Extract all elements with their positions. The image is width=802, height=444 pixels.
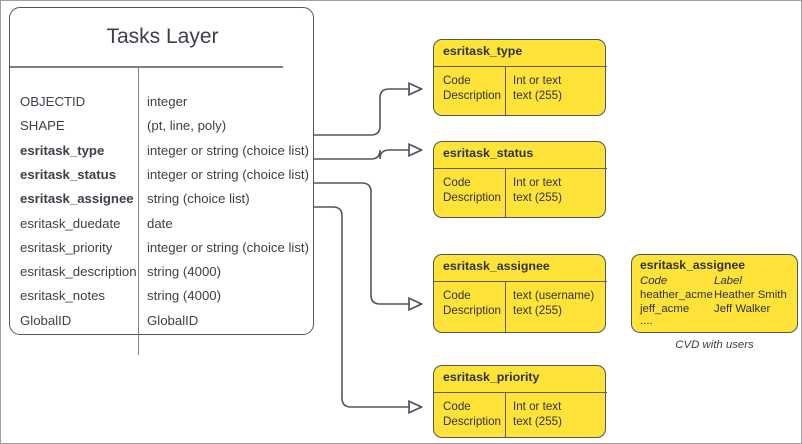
lookup-cell-description-type: text (255) xyxy=(513,89,562,102)
cvd-title: esritask_assignee xyxy=(640,258,746,272)
field-row[interactable]: esritask_assignee string (choice list) xyxy=(10,187,315,211)
field-name: GlobalID xyxy=(20,312,72,328)
lookup-cell-code-label: Code xyxy=(443,176,471,189)
cvd-row-code: jeff_acme xyxy=(640,303,690,315)
field-row[interactable]: SHAPE (pt, line, poly) xyxy=(10,114,315,138)
connector-assignee xyxy=(314,182,422,304)
lookup-title: esritask_priority xyxy=(443,370,540,384)
cvd-header-label: Label xyxy=(714,275,742,287)
field-type: integer or string (choice list) xyxy=(147,166,309,182)
field-type: integer or string (choice list) xyxy=(147,142,309,158)
lookup-column-divider xyxy=(505,392,506,437)
lookup-cell-code-label: Code xyxy=(443,74,471,87)
lookup-header-divider xyxy=(434,168,607,169)
field-type: GlobalID xyxy=(147,312,199,328)
field-name: esritask_assignee xyxy=(20,191,134,207)
entity-column-divider xyxy=(138,66,139,355)
lookup-header-divider xyxy=(434,66,607,67)
field-name: OBJECTID xyxy=(20,94,86,109)
lookup-cell-code-label: Code xyxy=(443,400,471,413)
field-type: string (4000) xyxy=(147,264,222,280)
lookup-cell-description-label: Description xyxy=(443,89,501,102)
lookup-column-divider xyxy=(505,168,506,217)
entity-tasks-layer[interactable]: Tasks Layer OBJECTID integer SHAPE (pt, … xyxy=(9,7,315,355)
lookup-header-divider xyxy=(434,281,607,282)
field-row[interactable]: GlobalID GlobalID xyxy=(10,309,315,333)
lookup-cell-description-type: text (255) xyxy=(513,304,562,317)
field-type: string (choice list) xyxy=(147,191,250,207)
field-row[interactable]: OBJECTID integer xyxy=(10,90,315,114)
lookup-column-divider xyxy=(505,281,506,332)
cvd-row-label: Heather Smith xyxy=(714,289,787,301)
connector-type xyxy=(314,89,422,136)
entity-header-divider xyxy=(10,66,283,68)
field-row[interactable]: esritask_type integer or string (choice … xyxy=(10,139,315,163)
lookup-cell-description-label: Description xyxy=(443,191,501,204)
field-type: date xyxy=(147,215,173,231)
field-row[interactable]: esritask_notes string (4000) xyxy=(10,284,315,308)
lookup-table-esritask-assignee[interactable]: esritask_assignee Code text (username) D… xyxy=(433,254,607,333)
cvd-row-code: heather_acme xyxy=(640,289,713,301)
lookup-cell-description-label: Description xyxy=(443,415,501,428)
lookup-cell-code-type: Int or text xyxy=(513,74,562,87)
lookup-cell-description-label: Description xyxy=(443,304,501,317)
field-name: esritask_status xyxy=(20,166,117,182)
cvd-sample-box[interactable]: esritask_assignee Code Label heather_acm… xyxy=(631,254,798,333)
field-row[interactable]: esritask_description string (4000) xyxy=(10,260,315,284)
lookup-cell-code-label: Code xyxy=(443,289,471,302)
field-type: integer or string (choice list) xyxy=(147,239,309,255)
lookup-title: esritask_status xyxy=(443,146,534,160)
field-row[interactable]: esritask_duedate date xyxy=(10,212,315,236)
lookup-table-esritask-priority[interactable]: esritask_priority Code Int or text Descr… xyxy=(433,365,607,438)
field-name: esritask_notes xyxy=(20,288,106,304)
lookup-table-esritask-type[interactable]: esritask_type Code Int or text Descripti… xyxy=(433,39,607,116)
lookup-cell-description-type: text (255) xyxy=(513,415,562,428)
field-row[interactable]: esritask_priority integer or string (cho… xyxy=(10,236,315,260)
lookup-cell-code-type: Int or text xyxy=(513,400,562,413)
connector-status xyxy=(314,150,422,160)
lookup-cell-code-type: text (username) xyxy=(513,289,595,302)
field-name: esritask_duedate xyxy=(20,215,121,231)
cvd-caption: CVD with users xyxy=(675,339,754,351)
lookup-cell-code-type: Int or text xyxy=(513,176,562,189)
lookup-title: esritask_assignee xyxy=(443,259,550,273)
cvd-header-code: Code xyxy=(640,275,668,287)
lookup-column-divider xyxy=(505,66,506,115)
field-name: esritask_description xyxy=(20,264,137,280)
entity-title: Tasks Layer xyxy=(106,25,219,48)
field-name: esritask_type xyxy=(20,142,105,158)
lookup-cell-description-type: text (255) xyxy=(513,191,562,204)
field-name: SHAPE xyxy=(20,118,65,134)
field-row[interactable]: esritask_status integer or string (choic… xyxy=(10,163,315,187)
lookup-title: esritask_type xyxy=(443,44,523,58)
field-type: (pt, line, poly) xyxy=(147,118,227,134)
field-type: string (4000) xyxy=(147,288,222,304)
lookup-header-divider xyxy=(434,392,607,393)
field-name: esritask_priority xyxy=(20,239,113,255)
connector-priority xyxy=(314,206,422,407)
cvd-ellipsis: .... xyxy=(640,315,653,327)
field-type: integer xyxy=(147,94,188,109)
cvd-row-label: Jeff Walker xyxy=(714,303,771,315)
lookup-table-esritask-status[interactable]: esritask_status Code Int or text Descrip… xyxy=(433,141,607,218)
